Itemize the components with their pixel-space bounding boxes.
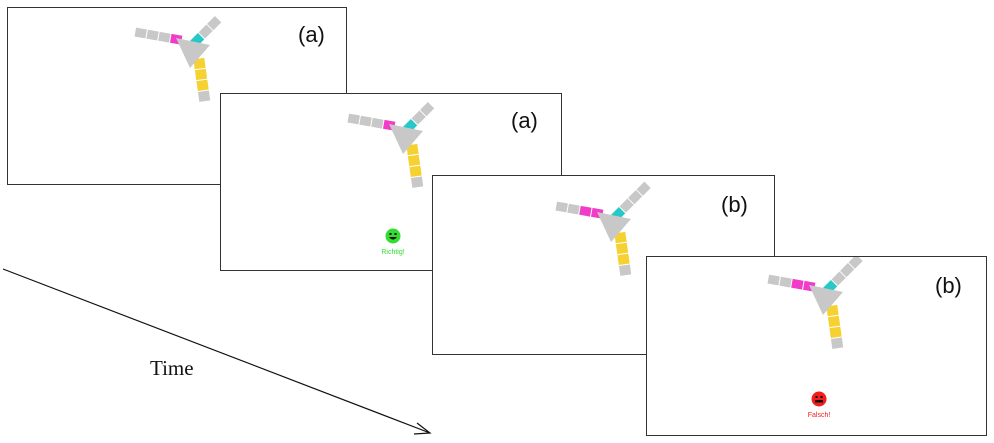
feedback-text: Falsch! [807, 412, 831, 419]
trial-panel-4: (b) Falsch! [646, 256, 987, 436]
incorrect-feedback: Falsch! [797, 391, 841, 420]
panel-label: (b) [721, 192, 748, 217]
correct-feedback: Richtig! [371, 228, 415, 257]
panel-label: (a) [298, 22, 325, 47]
happy-smiley-icon [385, 228, 401, 244]
panel-label: (a) [511, 108, 538, 133]
sad-smiley-icon [811, 391, 827, 407]
panel-label: (b) [935, 273, 962, 298]
feedback-text: Richtig! [381, 249, 405, 256]
time-label: Time [150, 356, 194, 380]
